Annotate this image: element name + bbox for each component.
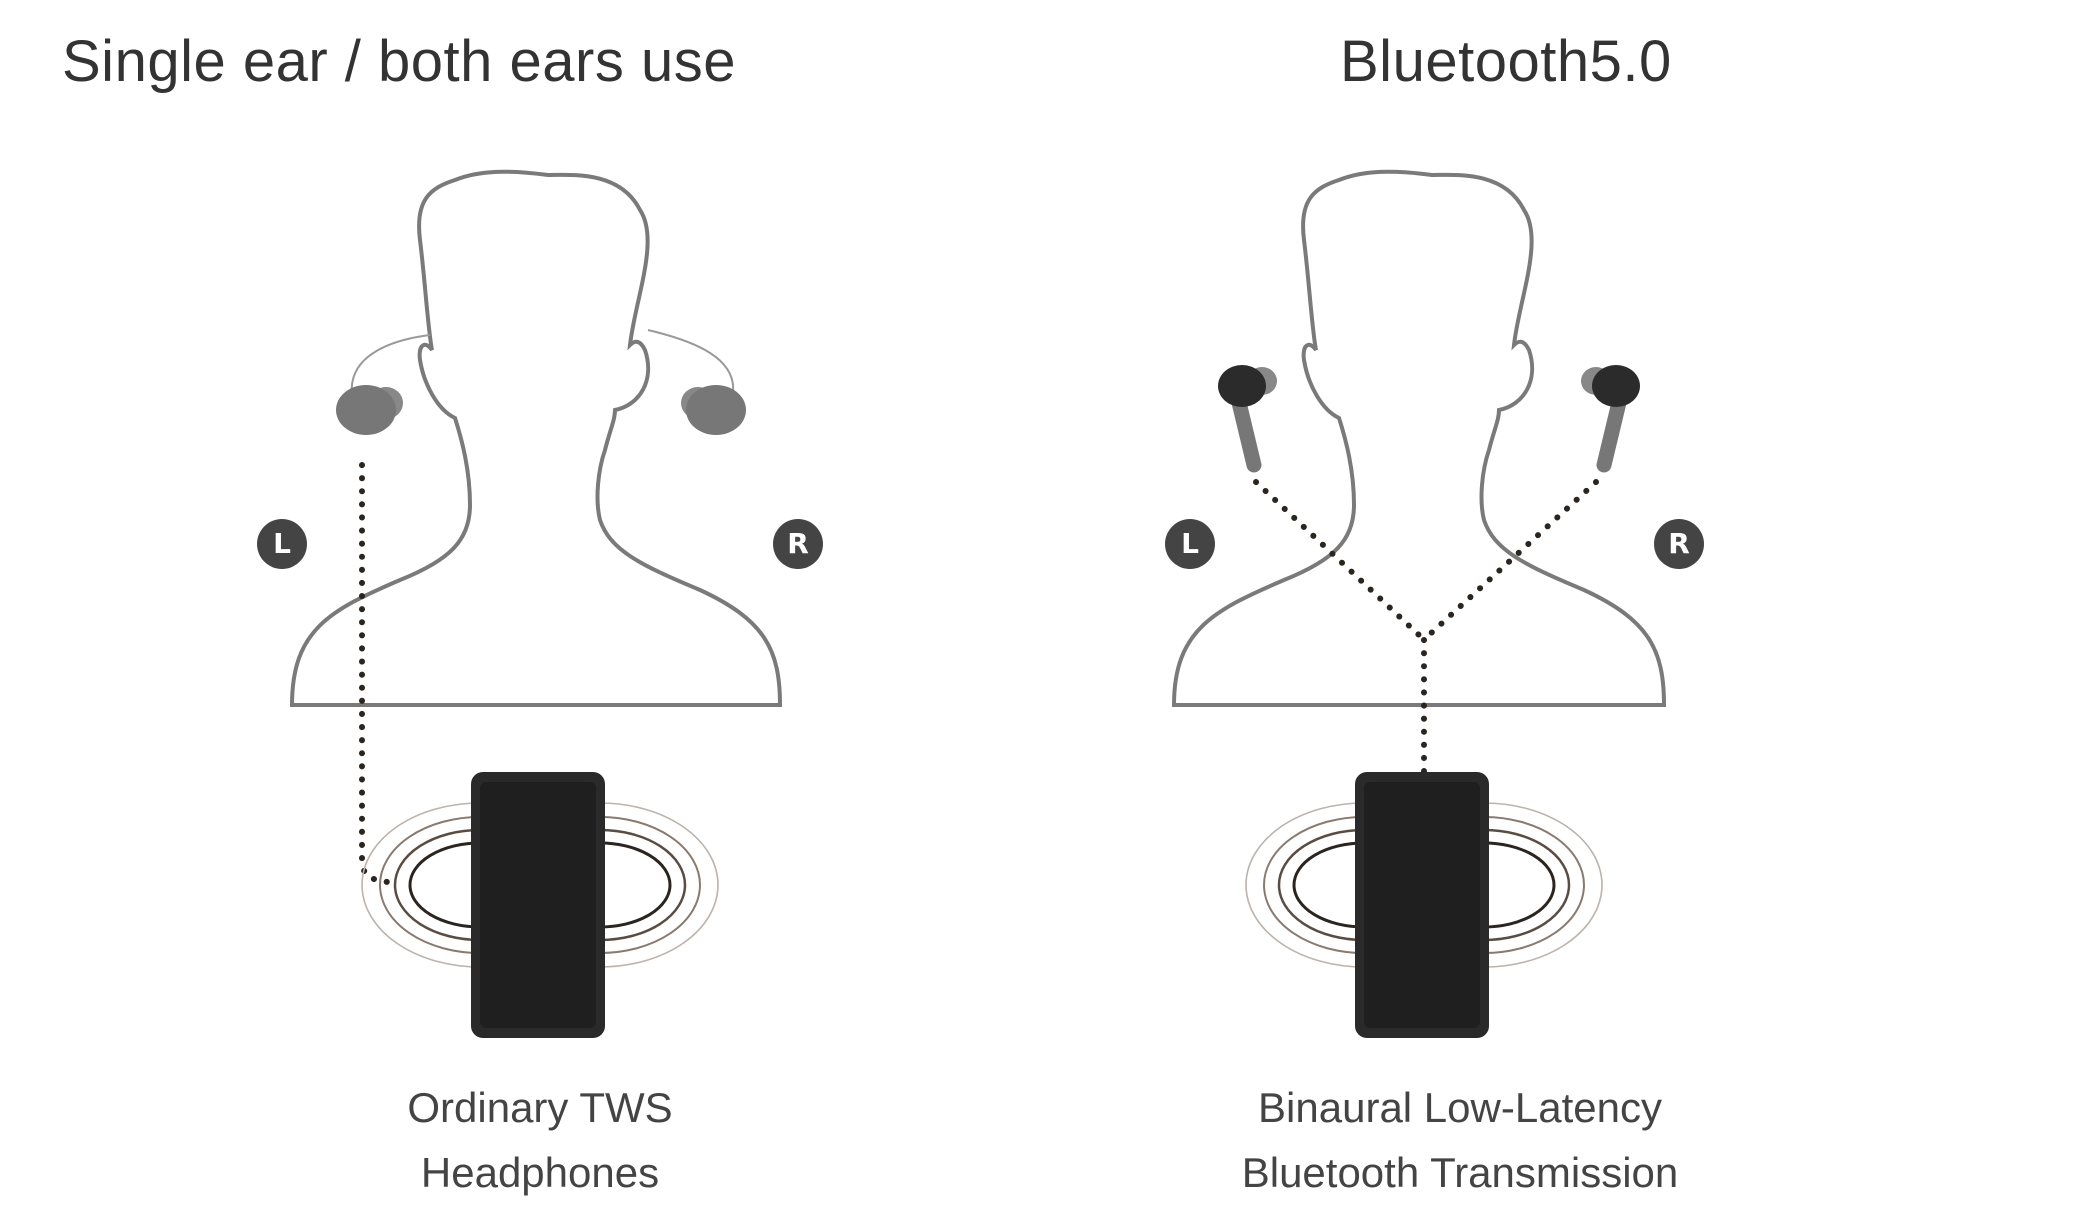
phone [1355,772,1489,1038]
phone [471,772,605,1038]
left-ear-label: L [1165,519,1215,569]
head-silhouette [289,169,783,707]
left-ear-label: L [257,519,307,569]
caption-line-1: Binaural Low-Latency [1258,1084,1662,1131]
right-ear-label: R [773,519,823,569]
panel-title: Single ear / both ears use [62,29,736,94]
caption-line-1: Ordinary TWS [407,1084,673,1131]
caption-line-2: Headphones [420,1149,660,1196]
panel-title: Bluetooth5.0 [1340,29,1672,94]
binaural-connection-lines [1253,479,1599,775]
right-earbud [1581,365,1640,473]
ordinary-tws-illustration [289,169,783,1038]
right-earbud [681,385,746,435]
binaural-bluetooth-illustration [1171,169,1667,1038]
single-connection-line [359,462,391,885]
binaural-bluetooth-panel: Bluetooth5.0 [1044,0,2089,1229]
caption-line-2: Bluetooth Transmission [1241,1149,1679,1196]
left-earbud [1218,365,1277,473]
ordinary-tws-panel: Single ear / both ears use [0,0,1044,1229]
right-ear-label: R [1654,519,1704,569]
caption: Ordinary TWS Headphones [240,1075,840,1205]
left-earbud [336,385,403,435]
head-silhouette [1171,169,1667,707]
caption: Binaural Low-Latency Bluetooth Transmiss… [1160,1075,1760,1205]
